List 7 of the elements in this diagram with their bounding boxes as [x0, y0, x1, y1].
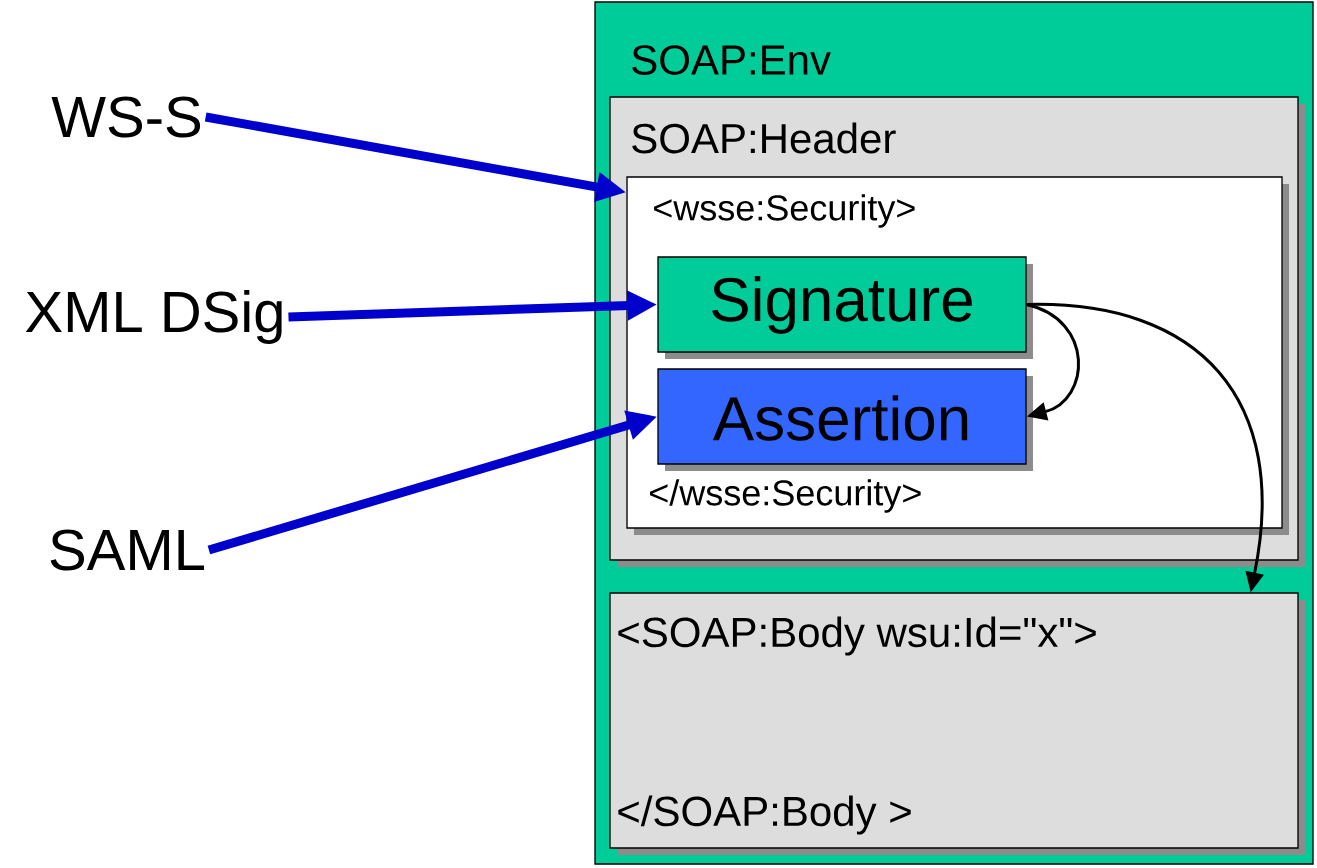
body-box: <SOAP:Body wsu:Id="x"> </SOAP:Body > — [609, 592, 1305, 855]
label-text: WS-S — [51, 96, 201, 138]
label-text: SAML — [50, 529, 205, 571]
signature-box: Signature — [657, 256, 1033, 359]
label-text: XML DSig — [25, 289, 282, 345]
assertion-box: Assertion — [657, 368, 1033, 471]
arrow — [1026, 303, 1080, 421]
